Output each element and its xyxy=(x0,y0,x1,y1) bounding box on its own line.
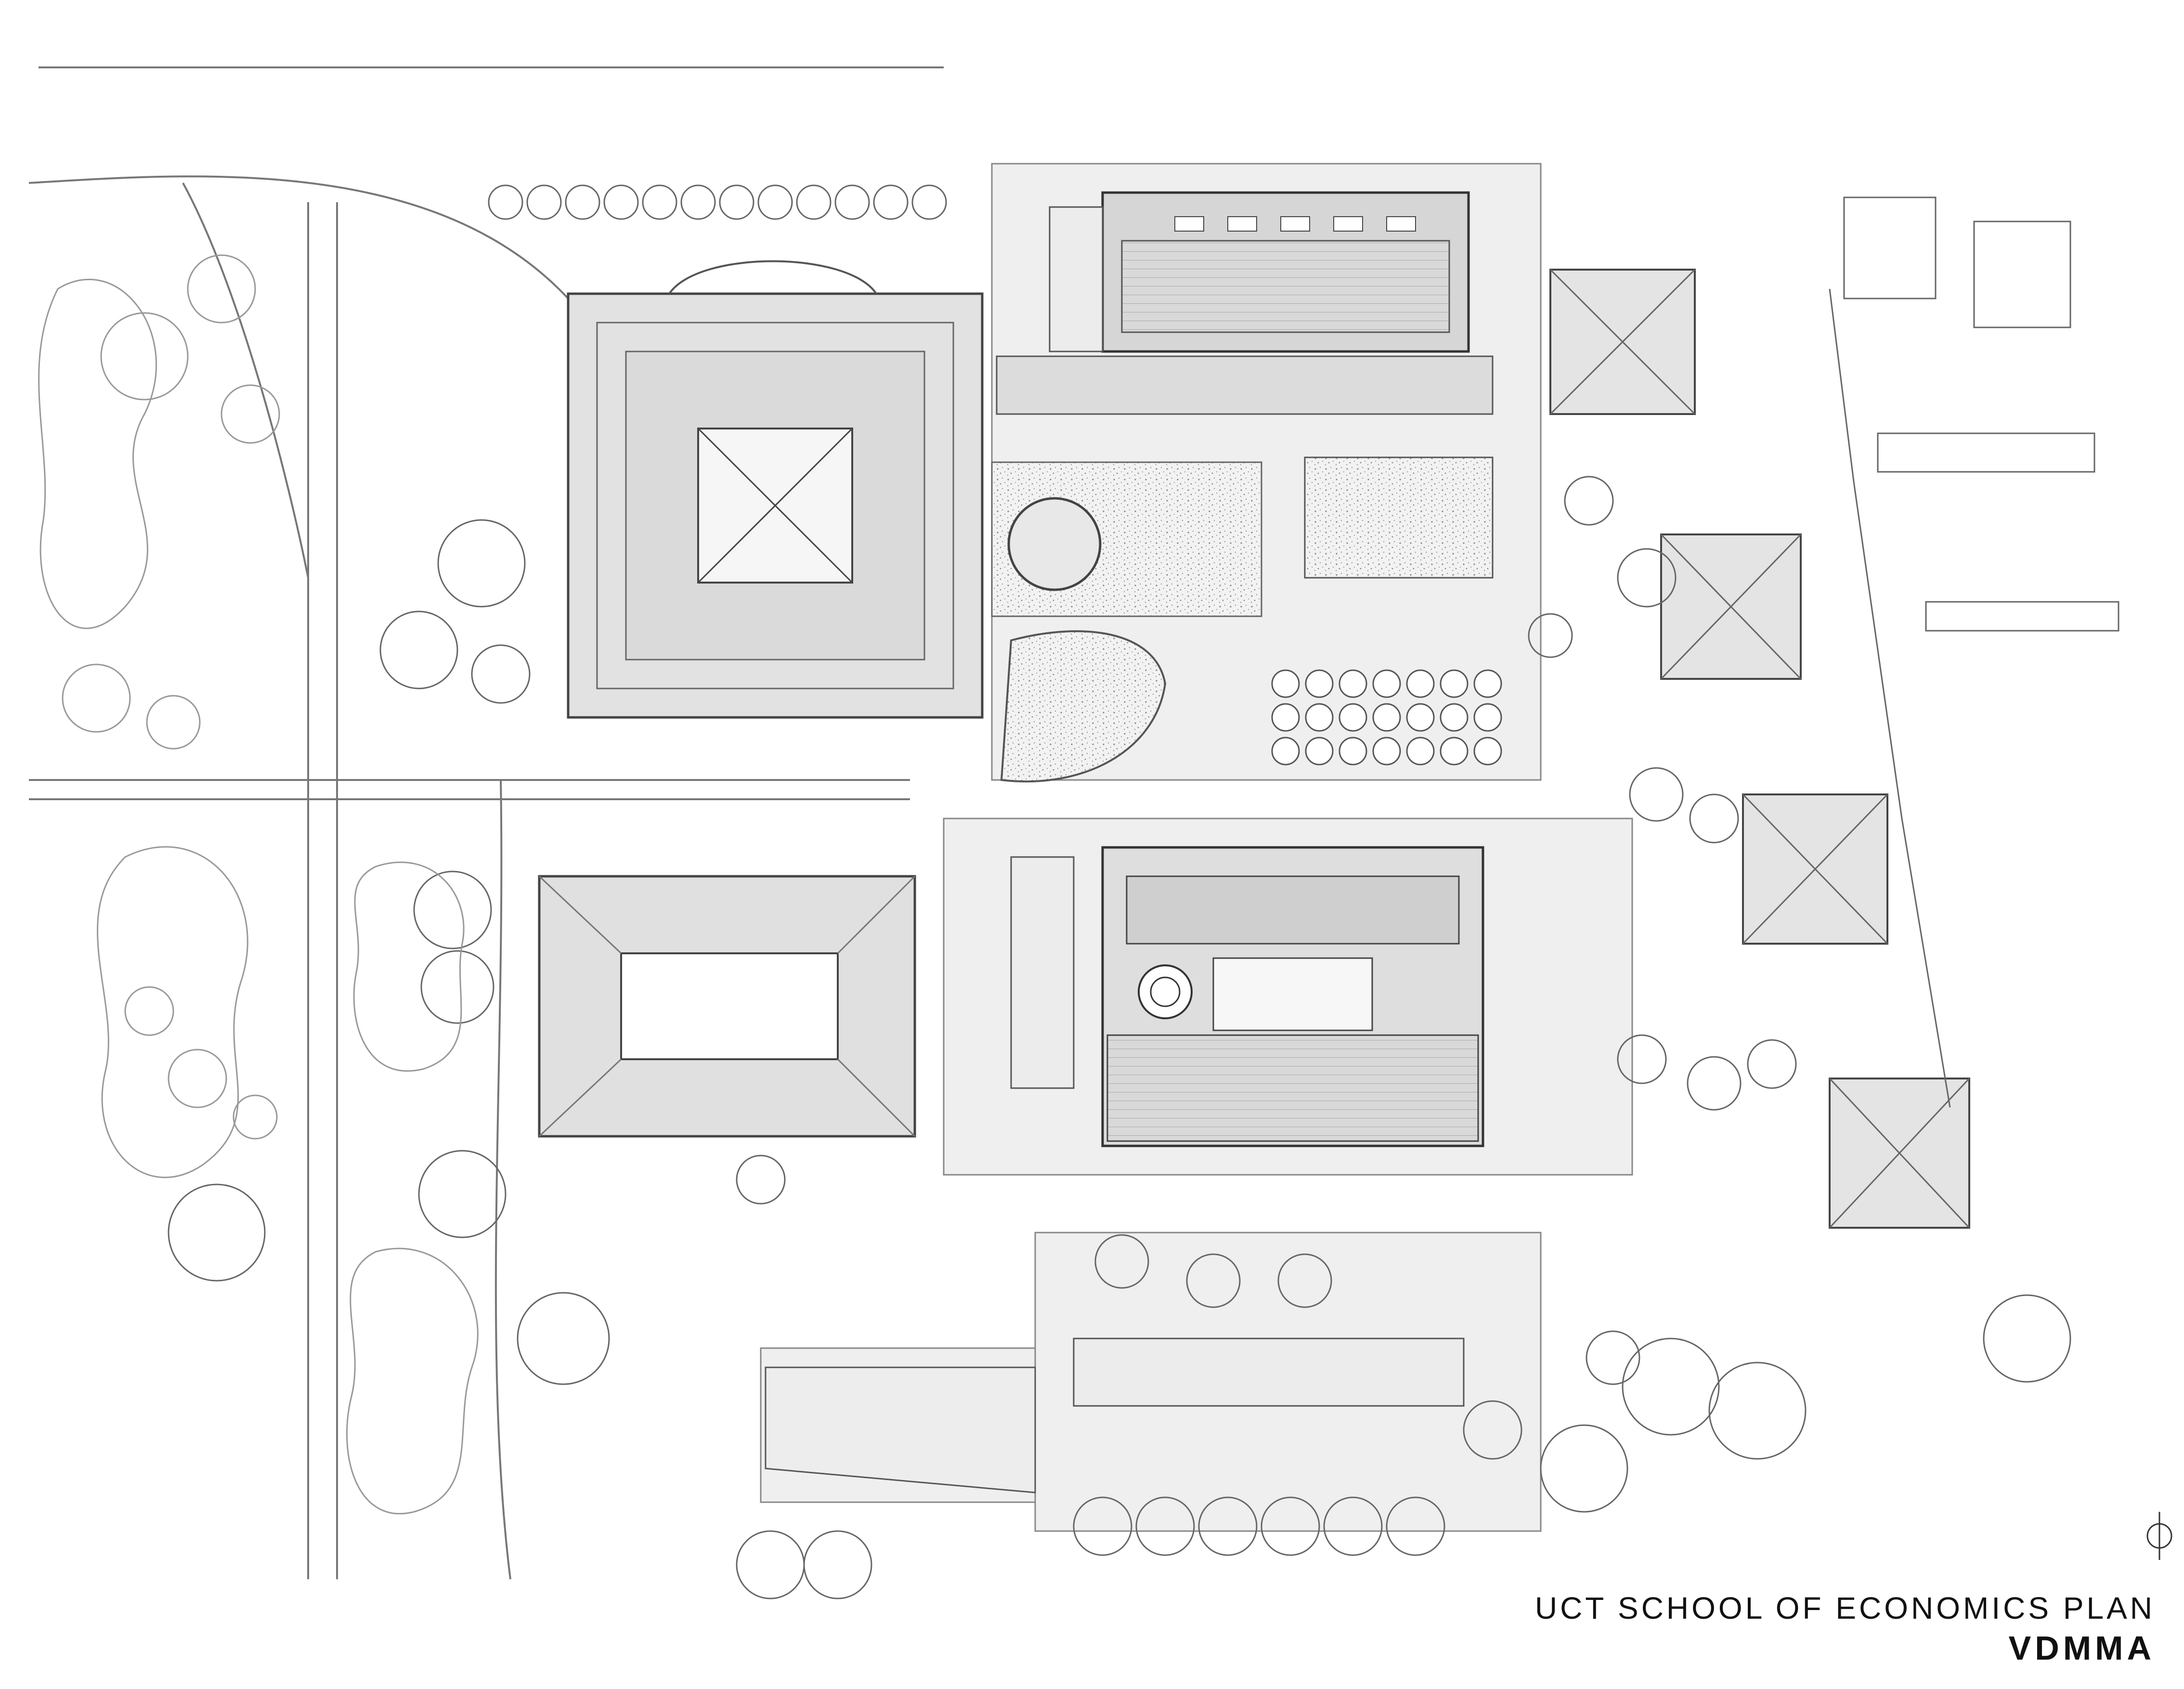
landscape-outlines xyxy=(38,254,479,1515)
trees xyxy=(168,476,2071,1599)
upper-building xyxy=(996,191,1494,415)
right-buildings xyxy=(1829,196,2119,1108)
drawing-title: UCT SCHOOL OF ECONOMICS PLAN xyxy=(1534,1591,2155,1625)
title-block: UCT SCHOOL OF ECONOMICS PLAN VDMMA xyxy=(1535,1589,2155,1669)
top-tree-row xyxy=(488,184,947,220)
drawing-author: VDMMA xyxy=(2008,1629,2155,1667)
north-arrow-icon xyxy=(2146,1512,2172,1560)
plaza xyxy=(991,456,1494,783)
car-park xyxy=(765,1338,1465,1494)
roads xyxy=(28,66,944,1580)
school-of-economics-building xyxy=(1010,846,1484,1147)
tree-grove xyxy=(1271,669,1502,766)
courtyard-building xyxy=(538,875,916,1138)
library-building xyxy=(567,260,984,719)
pavilion-roofs xyxy=(1549,269,1970,1229)
